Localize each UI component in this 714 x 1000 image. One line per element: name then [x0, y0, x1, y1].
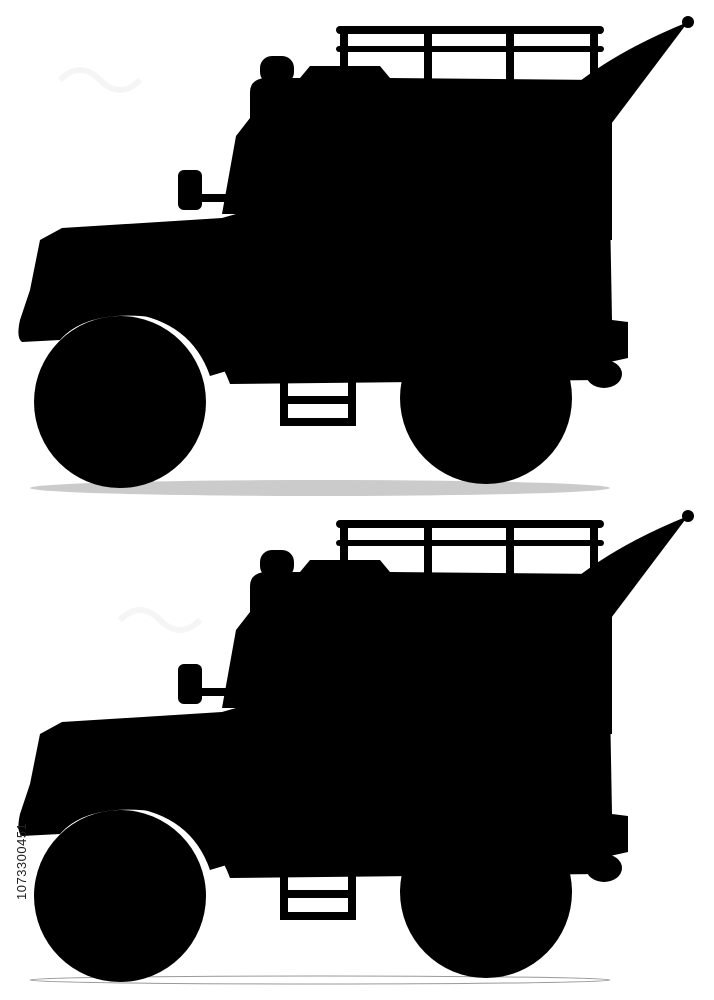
- ground-shadow: [30, 480, 610, 496]
- outline-jeep: [18, 510, 694, 985]
- colored-jeep: [18, 16, 694, 496]
- ground-line: [29, 975, 611, 985]
- stock-id-label: 1073300451: [14, 822, 29, 900]
- watermark-pattern: [57, 67, 563, 773]
